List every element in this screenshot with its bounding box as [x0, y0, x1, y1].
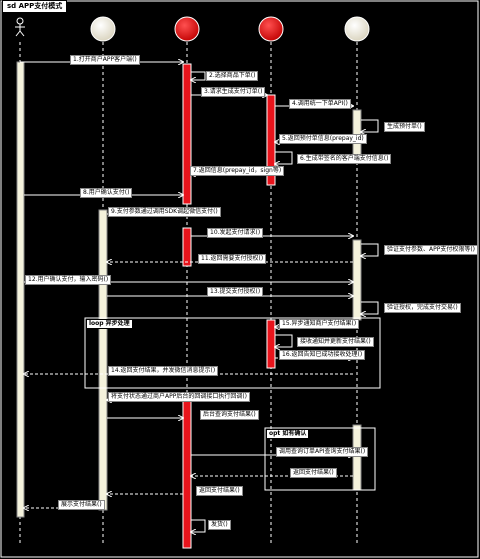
msg-26-label: 展示支付结果(): [58, 500, 105, 510]
merchant-app-head: [90, 16, 116, 42]
msg-14-label: 12.用户确认支付，输入密码(): [25, 275, 112, 285]
msg-25-label: 返回支付结果(): [196, 486, 243, 496]
msg-12-arrow: [361, 243, 379, 256]
server-activation-3: [182, 397, 192, 549]
msg-19-label: 16.返回告知已成功接收处理(): [279, 350, 366, 360]
msg-18-label: 接收通知并更新支付结果(): [297, 337, 374, 347]
msg-9-label: 8.用户确认支付(): [80, 188, 133, 198]
msg-21-label: 将支付状态通过商户APP后台的回调接口执行回调(): [108, 392, 251, 402]
app-activation: [98, 209, 108, 511]
user-actor: [15, 17, 25, 37]
wechat-client-head: [344, 16, 370, 42]
msg-15-label: 13.提交支付授权(): [207, 287, 264, 297]
wx-activation-2: [266, 319, 276, 369]
check-fragment-label: opt 如有确认: [266, 429, 310, 439]
msg-6-label: 5.返回预付单信息(prepay_id): [279, 134, 367, 144]
msg-17-label: 15.异步通知商户支付结果(): [279, 319, 360, 329]
msg-2-label: 2.选择商品下单(): [206, 71, 259, 81]
msg-5-arrow: [361, 119, 379, 132]
msg-22-label: 后台查询支付结果(): [200, 410, 259, 420]
msg-10-label: 9.支付参数通过调用SDK调起微信支付(): [108, 207, 221, 217]
client-activation-3: [352, 424, 362, 491]
msg-16-label: 验证授权，完成支付交易(): [384, 303, 461, 313]
msg-5-label: 生成预付单(): [384, 122, 425, 132]
msg-1-label: 1.打开商户APP客户端(): [70, 55, 140, 65]
msg-13-label: 11.返回需要支付授权(): [198, 254, 267, 264]
msg-8-label: 7.返回信息(prepay_id，sign等): [190, 166, 285, 176]
msg-27-label: 发货(): [208, 520, 231, 530]
merchant-server-head: [174, 16, 200, 42]
msg-16-arrow: [361, 301, 379, 314]
msg-27-arrow: [191, 519, 206, 532]
msg-3-label: 3.请求生成支付订单(): [201, 87, 266, 97]
msg-11-label: 10.发起支付请求(): [207, 228, 264, 238]
msg-7-arrow: [275, 151, 293, 164]
client-activation-1: [352, 109, 362, 156]
msg-4-label: 4.调用统一下单API(): [289, 99, 351, 109]
server-activation-1: [182, 63, 192, 205]
msg-7-label: 6.生成带签名的客户端支付信息(): [297, 154, 392, 164]
msg-20-label: 14.返回支付结果，并发微信消息提示(): [108, 366, 219, 376]
diagram-title: sd APP支付模式: [2, 0, 68, 13]
msg-24-label: 返回支付结果(): [290, 468, 337, 478]
loop-fragment-label: loop 异步处理: [86, 319, 133, 329]
msg-12-label: 验证支付参数、APP支付权限等(): [384, 245, 479, 255]
msg-2-arrow: [191, 71, 206, 80]
loop-fragment: [84, 317, 381, 389]
msg-23-label: 调用查询订单API查询支付结果(): [276, 447, 369, 457]
wechat-pay-system-head: [258, 16, 284, 42]
check-fragment: [264, 427, 376, 491]
server-activation-2: [182, 227, 192, 267]
user-activation: [16, 61, 25, 518]
msg-18-arrow: [275, 334, 293, 347]
client-activation-2: [352, 239, 362, 321]
